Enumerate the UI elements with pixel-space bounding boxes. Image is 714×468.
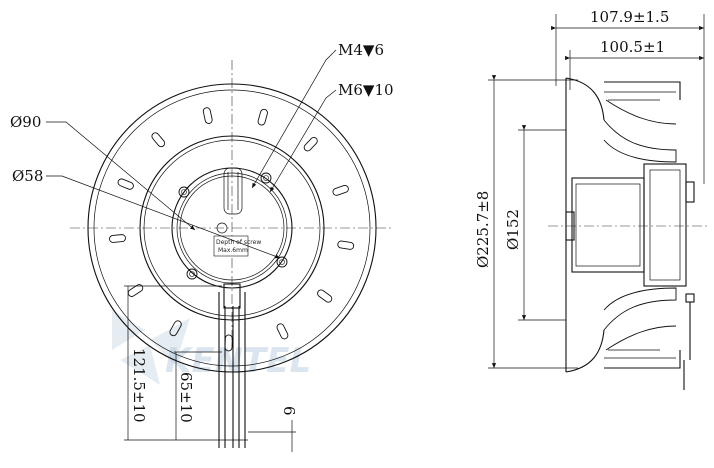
blade-slot (109, 234, 126, 243)
blade-slot (169, 320, 182, 337)
connector-housing (223, 167, 243, 215)
d58-label: Ø58 (12, 167, 43, 185)
d90-label: Ø90 (10, 113, 41, 131)
hub-mounting-holes (178, 172, 288, 280)
blade-slots (109, 107, 355, 352)
blade-bottom-2 (605, 325, 677, 351)
outer-rotor-inner-circle (93, 89, 371, 367)
motor-body (571, 177, 645, 273)
m6-label: M6▼10 (338, 81, 394, 99)
impeller-blades (603, 99, 677, 351)
dim-225-label: Ø225.7±8 (474, 191, 492, 268)
motor-flange-inner (649, 169, 681, 281)
dim-107-label: 107.9±1.5 (590, 8, 669, 26)
hub-hole (178, 186, 190, 198)
d90-leader (46, 121, 196, 231)
m4-leader (251, 49, 337, 189)
blade-top-1 (603, 119, 677, 163)
blade-slot (257, 108, 268, 126)
dim-152-label: Ø152 (504, 209, 522, 250)
m6-leader (269, 89, 337, 193)
backplate-lines (604, 91, 676, 359)
hub-hole (276, 256, 288, 268)
hub-hole-inner (263, 175, 269, 181)
dim-6-label: 6 (280, 406, 298, 416)
blade-slot (276, 323, 289, 340)
blade-slot (151, 132, 166, 148)
hub-hole-inner (279, 259, 285, 265)
blade-slot (127, 284, 144, 297)
watermark: KENTEL (112, 310, 311, 385)
m4-label: M4▼6 (338, 41, 384, 59)
dim-100-label: 100.5±1 (600, 38, 665, 56)
motor-body-inner (575, 183, 641, 267)
motor-shaft-nose (565, 211, 575, 241)
motor-hub-inner-circle (176, 172, 288, 284)
sticker-line-2: Max.6mm (218, 247, 248, 254)
inner-ring-circle (139, 135, 325, 321)
inner-ring-circle-2 (143, 139, 321, 317)
backplate-outline (604, 81, 681, 369)
dim-121-label: 121.5±10 (130, 348, 148, 423)
front-view: Depth of screw Max.6mm 121.5±10 65±10 6 … (10, 41, 394, 452)
motor-hub-inner-circle-2 (179, 175, 285, 281)
blade-slot (337, 240, 355, 250)
blade-slot (202, 107, 213, 124)
cable-gland (223, 283, 241, 309)
hub-hole-inner (181, 189, 187, 195)
blade-slot (303, 136, 318, 152)
hub-hole (186, 268, 198, 280)
blade-slot (332, 184, 349, 196)
dim-65-label: 65±10 (177, 372, 195, 423)
sticker-logo (216, 222, 228, 234)
outer-rotor-circle (87, 83, 377, 373)
flange-tab-bottom (685, 293, 695, 303)
d58-leader (46, 175, 281, 259)
hub-hole-inner (189, 271, 195, 277)
flange-tab-top (685, 181, 695, 203)
blade-slot (117, 178, 134, 190)
hub-hole (260, 172, 272, 184)
blade-top-2 (605, 99, 677, 125)
side-view: 107.9±1.5 100.5±1 Ø225.7±8 Ø152 (474, 8, 708, 390)
motor-flange (643, 163, 687, 287)
blade-bottom-1 (603, 287, 677, 331)
blade-slot (317, 289, 333, 303)
